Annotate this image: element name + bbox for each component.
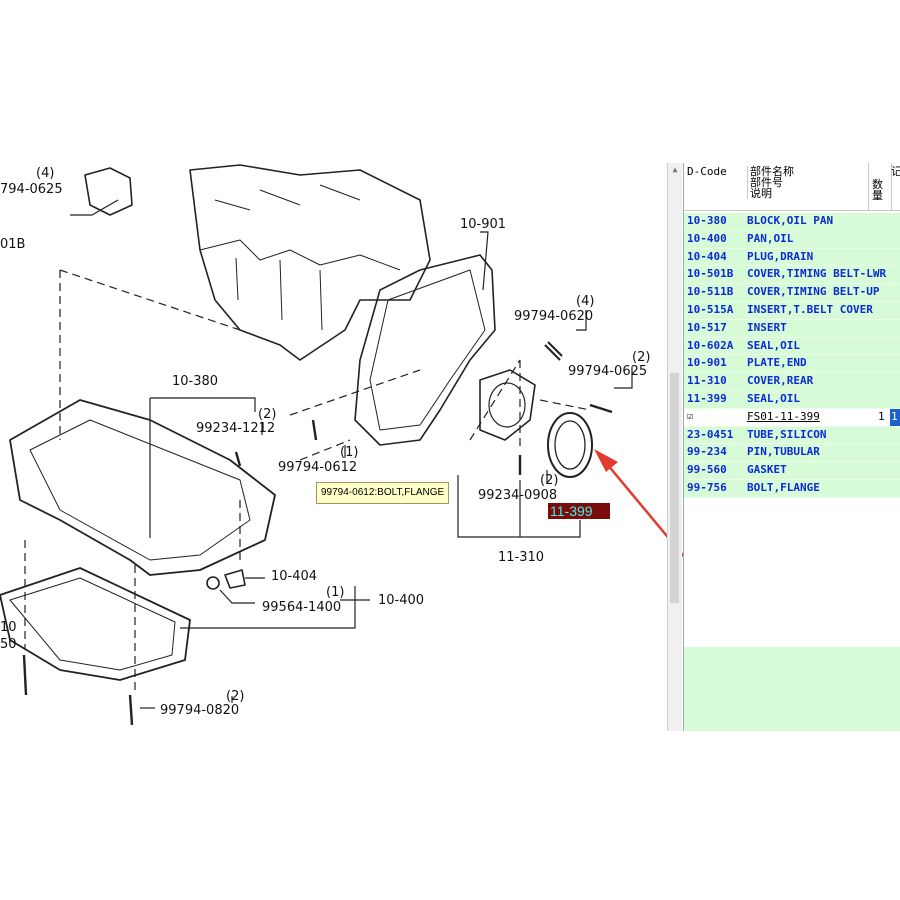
row-code: 10-380 — [687, 214, 727, 227]
row-qty-edit[interactable]: 1 — [890, 408, 900, 426]
diagram-scrollbar[interactable]: ▲ — [667, 163, 682, 731]
row-code: 11-310 — [687, 374, 727, 388]
row-name: INSERT,T.BELT COVER — [747, 302, 873, 316]
row-name: SEAL,OIL — [747, 338, 800, 352]
row-code: 99-756 — [687, 480, 727, 494]
row-name: COVER,TIMING BELT-UP — [747, 285, 880, 299]
table-row[interactable]: 10-602A SEAL,OIL — [684, 337, 900, 356]
table-row[interactable]: 10-517 INSERT — [684, 319, 900, 338]
engine-block-drawing — [189, 164, 431, 361]
header-name[interactable]: 部件名称 部件号 说明 — [747, 166, 794, 199]
row-name: PLATE,END — [747, 356, 807, 370]
row-code: 10-901 — [687, 356, 727, 370]
table-body: 10-380 BLOCK,OIL PAN 10-400 PAN,OIL 10-404… — [684, 213, 900, 498]
oil-seal-drawing — [547, 412, 593, 478]
table-row[interactable]: 99-756 BOLT,FLANGE — [684, 479, 900, 498]
callout-drain: 10-404 — [271, 569, 317, 584]
end-plate-drawing — [354, 254, 496, 446]
callout-bolt612-part: 99794-0612 — [278, 460, 357, 475]
row-name: TUBE,SILICON — [747, 427, 827, 441]
header-qty[interactable]: 数量 — [868, 163, 892, 210]
header-extra[interactable]: 记 — [891, 165, 900, 178]
table-row-selected[interactable]: ☑ FS01-11-399 1 1 — [684, 408, 900, 427]
table-row[interactable]: 10-901 PLATE,END — [684, 355, 900, 374]
callout-pin908-part: 99234-0908 — [478, 488, 557, 503]
parts-table: D-Code 部件名称 部件号 说明 数量 记 10-380 BLOCK,OIL … — [683, 163, 900, 731]
callout-bolt820-part: 99794-0820 — [160, 703, 239, 718]
cover-rear-drawing — [479, 369, 536, 441]
table-row[interactable]: 99-234 PIN,TUBULAR — [684, 444, 900, 463]
callout-bolt4-part: 99794-0620 — [514, 309, 593, 324]
table-row[interactable]: 10-380 BLOCK,OIL PAN — [684, 213, 900, 231]
header-qty-label: 数量 — [872, 178, 883, 202]
scroll-thumb[interactable] — [670, 373, 679, 603]
oil-pan-drawing — [0, 567, 191, 681]
table-row[interactable]: 10-515A INSERT,T.BELT COVER — [684, 301, 900, 320]
row-name: INSERT — [747, 320, 787, 334]
row-checkbox[interactable]: ☑ — [687, 410, 694, 422]
scroll-up-icon[interactable]: ▲ — [672, 165, 678, 174]
row-code: 99-560 — [687, 463, 727, 477]
annotation-arrow-head — [594, 449, 618, 472]
row-code: 10-400 — [687, 231, 727, 245]
callout-pin-qty: (2) — [258, 407, 276, 422]
callout-pan: 10-400 — [378, 593, 424, 608]
callout-pin-part: 99234-1212 — [196, 421, 275, 436]
row-code: 10-511B — [687, 285, 734, 299]
table-header: D-Code 部件名称 部件号 说明 数量 记 — [684, 163, 900, 211]
row-code: 10-602A — [687, 338, 734, 352]
header-name-line3: 说明 — [750, 187, 772, 200]
row-code: 11-399 — [687, 391, 727, 405]
highlighted-part-label[interactable]: 11-399 — [548, 503, 610, 519]
row-name: SEAL,OIL — [747, 391, 800, 405]
row-qty: 1 — [878, 409, 885, 423]
callout-cover-rear: 11-310 — [498, 550, 544, 565]
callout-plate: 10-901 — [460, 217, 506, 232]
row-name: PAN,OIL — [747, 231, 794, 245]
row-code: 10-501B — [687, 267, 734, 281]
row-name: COVER,TIMING BELT-LWR — [747, 267, 887, 281]
row-name: BLOCK,OIL PAN — [747, 214, 834, 227]
table-row[interactable]: 10-404 PLUG,DRAIN — [684, 248, 900, 267]
table-row[interactable]: 11-310 COVER,REAR — [684, 373, 900, 391]
callout-gasket-part: 99564-1400 — [262, 600, 341, 615]
row-code: 10-515A — [687, 302, 734, 316]
table-row[interactable]: 99-560 GASKET — [684, 462, 900, 480]
callout-pin908-qty: (2) — [540, 473, 558, 488]
callout-block-pan: 10-380 — [172, 374, 218, 389]
table-empty-area — [684, 647, 900, 731]
callout-top-left-part: 794-0625 — [0, 182, 63, 197]
header-name-line2: 部件号 — [750, 176, 783, 189]
callout-bolt2-part: 99794-0625 — [568, 364, 647, 379]
row-name: GASKET — [747, 463, 787, 477]
hover-tooltip: 99794-0612:BOLT,FLANGE — [316, 482, 450, 504]
table-row[interactable]: 10-400 PAN,OIL — [684, 230, 900, 249]
header-dcode[interactable]: D-Code — [687, 165, 727, 178]
row-code: 10-517 — [687, 320, 727, 334]
callout-gasket-qty: (1) — [326, 585, 344, 600]
callout-left-code-1: 10 — [0, 620, 17, 635]
callout-bolt612-qty: (1) — [340, 445, 358, 460]
table-row[interactable]: 11-399 SEAL,OIL — [684, 390, 900, 409]
row-part-number: FS01-11-399 — [747, 409, 820, 423]
row-code: 23-0451 — [687, 427, 734, 441]
row-name: PIN,TUBULAR — [747, 445, 820, 459]
table-row[interactable]: 10-501B COVER,TIMING BELT-LWR — [684, 266, 900, 285]
row-name: BOLT,FLANGE — [747, 480, 820, 494]
row-code: 10-404 — [687, 249, 727, 263]
row-name: PLUG,DRAIN — [747, 249, 814, 263]
callout-bolt820-qty: (2) — [226, 689, 244, 704]
oil-pan-block-drawing — [9, 399, 276, 576]
row-name: COVER,REAR — [747, 374, 814, 388]
callout-top-left-code: 01B — [0, 237, 25, 252]
row-code: 99-234 — [687, 445, 727, 459]
header-name-line1: 部件名称 — [750, 165, 794, 178]
callout-bolt4-qty: (4) — [576, 294, 594, 309]
callout-top-left-qty: (4) — [36, 166, 54, 181]
table-row[interactable]: 23-0451 TUBE,SILICON — [684, 426, 900, 445]
callout-left-code-2: 50 — [0, 637, 17, 652]
callout-bolt2-qty: (2) — [632, 350, 650, 365]
table-row[interactable]: 10-511B COVER,TIMING BELT-UP — [684, 284, 900, 302]
